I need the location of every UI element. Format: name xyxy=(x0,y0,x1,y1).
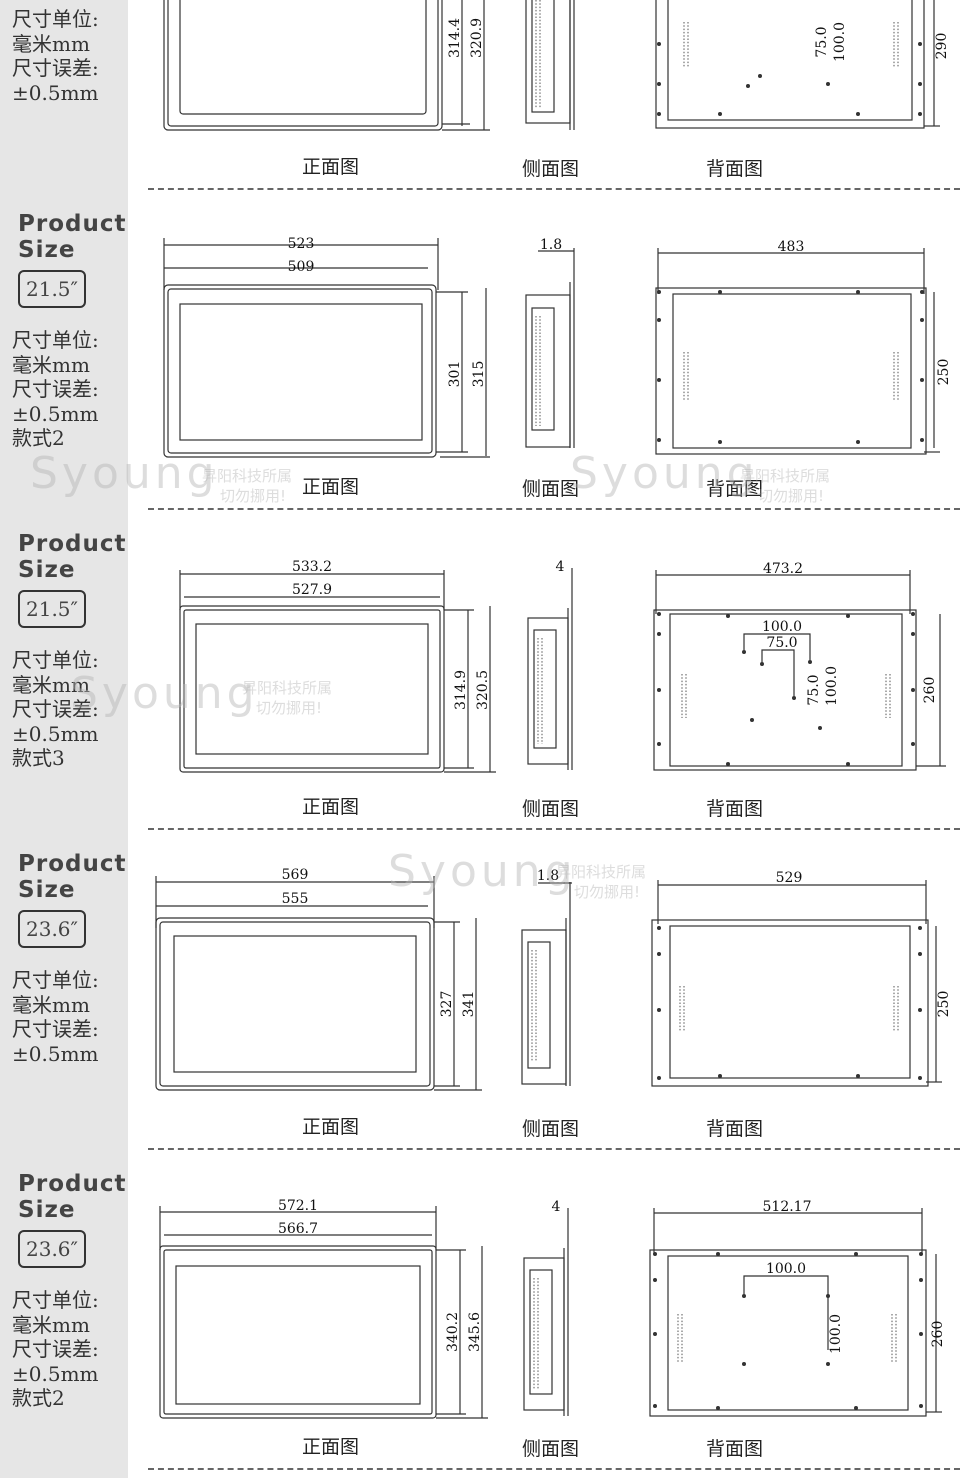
dim-front-h-outer: 320.9 xyxy=(469,18,485,58)
spec-unit-value: 毫米mm xyxy=(12,31,90,56)
front-view-outline xyxy=(163,284,437,458)
section-divider xyxy=(148,1148,960,1150)
section-divider xyxy=(148,188,960,190)
size-badge: 21.5″ xyxy=(18,270,86,308)
dim-front-w-outer: 533.2 xyxy=(292,559,332,575)
caption-back: 背面图 xyxy=(706,798,764,820)
spec-lines: 尺寸单位: 毫米mm 尺寸误差: ±0.5mm xyxy=(12,7,99,105)
dim-back-w: 529 xyxy=(776,870,803,886)
dim-back-h: 250 xyxy=(936,359,952,386)
dim-side-t: 4 xyxy=(552,1199,561,1215)
dim-side-t: 1.8 xyxy=(537,868,559,884)
dim-vesa-v2: 100.0 xyxy=(832,22,848,62)
section-divider xyxy=(148,828,960,830)
dim-back-h: 260 xyxy=(930,1321,946,1348)
drawing-set: 523 509 301 315 1.8 483 250 xyxy=(163,236,952,458)
spec-lines: 尺寸单位:毫米mm 尺寸误差:±0.5mm xyxy=(12,968,99,1066)
dim-vesa-v1: 75.0 xyxy=(806,674,822,705)
caption-side: 侧面图 xyxy=(522,1118,580,1140)
dim-front-h-outer: 345.6 xyxy=(467,1312,483,1352)
drawing-set: 533.2 527.9 314.9 320.5 4 473.2 100.0 75… xyxy=(179,559,946,773)
dim-vesa-inner: 75.0 xyxy=(766,635,797,651)
dim-back-w: 512.17 xyxy=(763,1199,812,1215)
front-view-outline xyxy=(179,605,445,773)
caption-back: 背面图 xyxy=(706,1118,764,1140)
caption-side: 侧面图 xyxy=(522,798,580,820)
spec-lines: 尺寸单位:毫米mm 尺寸误差:±0.5mm 款式2 xyxy=(12,1288,99,1410)
dim-back-h: 260 xyxy=(922,677,938,704)
dim-front-w-inner: 566.7 xyxy=(278,1221,318,1237)
caption-side: 侧面图 xyxy=(522,158,580,180)
caption-front: 正面图 xyxy=(302,1116,360,1138)
dim-front-w-outer: 572.1 xyxy=(278,1198,318,1214)
front-view-outline xyxy=(163,0,443,131)
dim-front-w-outer: 569 xyxy=(282,867,309,883)
front-view-outline xyxy=(155,917,435,1091)
size-badge: 23.6″ xyxy=(18,910,86,948)
back-view-outline xyxy=(653,609,917,771)
caption-back: 背面图 xyxy=(706,158,764,180)
dim-back-w: 473.2 xyxy=(763,561,803,577)
dim-vesa-outer: 100.0 xyxy=(766,1261,806,1277)
caption-side: 侧面图 xyxy=(522,1438,580,1460)
drawing-set: 569 555 327 341 1.8 529 250 xyxy=(155,867,952,1091)
spec-unit-label: 尺寸单位: xyxy=(12,7,99,31)
dim-front-h-outer: 315 xyxy=(471,361,487,388)
front-view-outline xyxy=(159,1245,437,1419)
spec-lines: 尺寸单位:毫米mm 尺寸误差:±0.5mm 款式3 xyxy=(12,648,99,770)
dim-back-h: 290 xyxy=(934,33,950,60)
spec-section-partial: 尺寸单位: 毫米mm 尺寸误差: ±0.5mm xyxy=(0,0,960,190)
section-divider xyxy=(148,1468,960,1470)
back-view-outline xyxy=(655,0,925,129)
dim-vesa-v2: 100.0 xyxy=(824,666,840,706)
dim-back-h: 250 xyxy=(936,991,952,1018)
caption-front: 正面图 xyxy=(302,796,360,818)
dim-back-w: 483 xyxy=(778,239,805,255)
dim-side-t: 1.8 xyxy=(540,237,562,253)
caption-front: 正面图 xyxy=(302,1436,360,1458)
back-view-outline xyxy=(651,919,929,1087)
dim-front-h-inner: 314.9 xyxy=(453,670,469,710)
drawing-set: 572.1 566.7 340.2 345.6 4 512.17 100.0 1… xyxy=(159,1198,946,1419)
size-badge: 23.6″ xyxy=(18,1230,86,1268)
back-view-outline xyxy=(655,287,927,455)
dim-front-h-outer: 341 xyxy=(461,991,477,1018)
dim-front-w-outer: 523 xyxy=(288,236,315,252)
caption-front: 正面图 xyxy=(302,156,360,178)
caption-front: 正面图 xyxy=(302,476,360,498)
section-divider xyxy=(148,508,960,510)
dim-front-h-inner: 301 xyxy=(447,361,463,388)
dim-front-w-inner: 509 xyxy=(288,259,315,275)
dim-vesa-outer: 100.0 xyxy=(762,619,802,635)
dim-front-w-inner: 527.9 xyxy=(292,582,332,598)
dim-front-h-inner: 340.2 xyxy=(445,1312,461,1352)
dim-front-h-inner: 314.4 xyxy=(447,18,463,58)
back-view-outline xyxy=(649,1249,927,1417)
spec-lines: 尺寸单位:毫米mm 尺寸误差:±0.5mm 款式2 xyxy=(12,328,99,450)
dim-front-h-outer: 320.5 xyxy=(475,670,491,710)
spec-tolerance-label: 尺寸误差: xyxy=(12,56,99,80)
caption-side: 侧面图 xyxy=(522,478,580,500)
size-badge: 21.5″ xyxy=(18,590,86,628)
dim-front-w-inner: 555 xyxy=(282,891,309,907)
dim-vesa-v2: 100.0 xyxy=(828,1314,844,1354)
spec-tolerance-value: ±0.5mm xyxy=(12,80,99,105)
dim-vesa-v1: 75.0 xyxy=(814,26,830,57)
drawing-set: 314.4 320.9 75.0 100.0 290 xyxy=(163,0,950,131)
caption-back: 背面图 xyxy=(706,478,764,500)
dim-side-t: 4 xyxy=(556,559,565,575)
caption-back: 背面图 xyxy=(706,1438,764,1460)
dim-front-h-inner: 327 xyxy=(439,991,455,1018)
